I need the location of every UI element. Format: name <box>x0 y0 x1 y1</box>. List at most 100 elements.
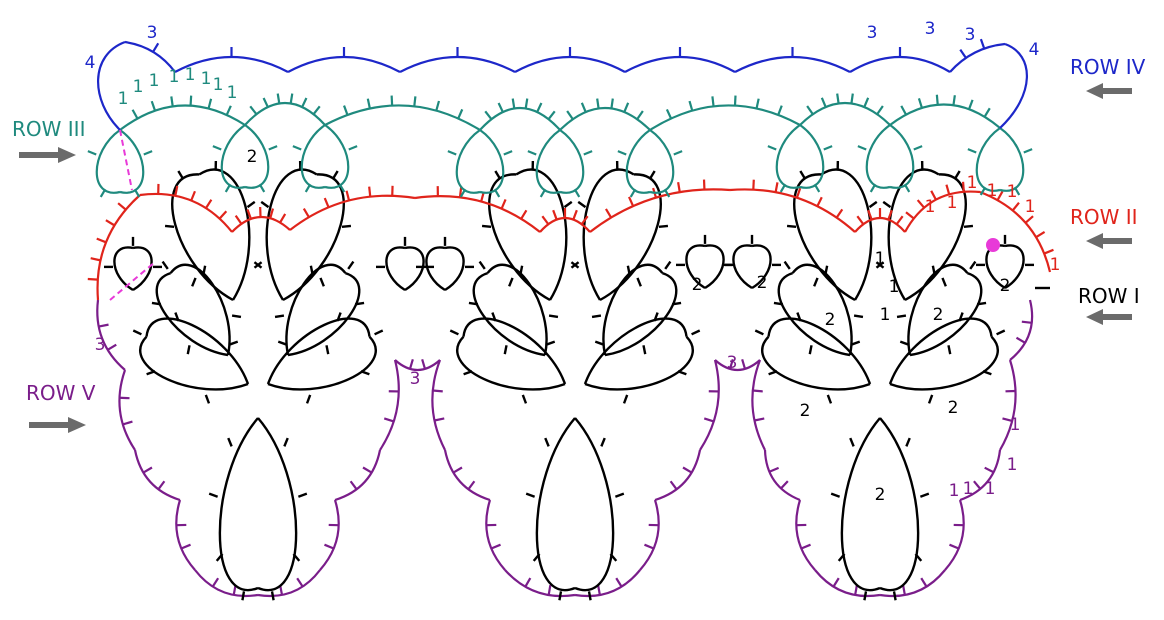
picot <box>900 105 907 116</box>
row-3-chain <box>799 102 891 126</box>
row-2-chain <box>539 217 591 233</box>
picot <box>777 105 783 116</box>
picot <box>931 265 936 275</box>
picot <box>532 553 541 562</box>
picot <box>457 108 464 119</box>
picot <box>967 148 977 154</box>
row-3-chain <box>889 103 1001 129</box>
picot <box>547 584 552 596</box>
picot <box>626 265 631 275</box>
row-5-chain <box>1009 299 1034 361</box>
picot <box>107 343 117 351</box>
row-3-ring <box>300 124 350 189</box>
stitch-count-label: 1 <box>1010 415 1021 435</box>
picot <box>849 437 855 447</box>
picot <box>780 480 789 490</box>
picot <box>447 150 457 156</box>
row-2-chains <box>87 179 1054 301</box>
row-2-chain <box>854 217 906 233</box>
picot <box>1002 417 1013 423</box>
stitch-count-label: 1 <box>149 71 160 91</box>
picot <box>301 97 308 108</box>
row-5-chain <box>319 499 340 571</box>
stitch-count-label: 3 <box>147 23 158 43</box>
row-5-chain <box>443 449 491 502</box>
picot <box>150 100 157 111</box>
picot <box>142 466 153 474</box>
row-4-start-chain <box>97 40 126 131</box>
picot <box>826 394 833 404</box>
row-3-rings <box>87 93 1033 198</box>
picot <box>545 340 556 346</box>
picot <box>191 277 197 287</box>
picot <box>547 110 556 120</box>
picot <box>463 370 473 376</box>
picot <box>600 437 606 447</box>
picot <box>824 265 829 275</box>
stitch-count-label: 3 <box>727 353 738 373</box>
picot <box>597 584 601 596</box>
picot <box>961 181 965 192</box>
picot <box>491 312 497 322</box>
picot <box>570 261 580 269</box>
picot <box>587 591 592 601</box>
row-5-chain <box>194 569 259 597</box>
stitch-count-label: 1 <box>949 481 960 501</box>
picot <box>90 257 101 262</box>
stitch-count-label: 1 <box>1050 255 1061 275</box>
picot <box>703 417 715 423</box>
row-3-ring <box>220 124 270 189</box>
picot <box>478 260 486 270</box>
row-5-chain <box>574 569 641 598</box>
picot <box>953 170 961 180</box>
row-4-chain <box>399 55 516 73</box>
picot <box>520 209 528 220</box>
picot <box>816 196 823 207</box>
picot <box>796 312 802 322</box>
picot <box>832 577 840 588</box>
ring-count-label: 2 <box>933 305 944 325</box>
picot <box>541 215 550 225</box>
picot <box>927 394 934 404</box>
picot <box>863 591 868 601</box>
picot <box>594 340 605 346</box>
picot <box>916 199 925 209</box>
ring-count-label: 2 <box>800 401 811 421</box>
picot <box>164 224 175 228</box>
picot <box>190 190 196 201</box>
picot <box>982 370 992 376</box>
row-3-chain <box>324 104 481 131</box>
row-3-ring <box>455 129 505 194</box>
picot <box>1024 215 1034 224</box>
picot <box>896 314 907 319</box>
picot <box>105 219 116 227</box>
picot <box>969 260 977 270</box>
picot <box>930 190 937 201</box>
ring-count-label: 2 <box>875 485 886 505</box>
picot <box>304 183 312 193</box>
row-3-ring <box>975 127 1025 192</box>
picot <box>258 183 266 193</box>
row-1-rings <box>104 160 1050 601</box>
picot <box>882 200 892 209</box>
start-markers <box>109 129 1000 301</box>
ring-count-label: 2 <box>757 273 768 293</box>
row-5-chain <box>751 359 766 451</box>
picot <box>432 389 443 393</box>
picot <box>122 420 133 426</box>
stitch-count-label: 1 <box>967 173 978 193</box>
start-point-dot <box>986 238 1000 252</box>
picot <box>941 277 947 287</box>
picot <box>913 145 923 151</box>
picot <box>958 312 964 322</box>
row-5-chain <box>999 359 1017 451</box>
row-4-chain <box>514 56 626 73</box>
start-dashed-line <box>119 129 133 191</box>
picot <box>177 170 185 180</box>
row-2-label: ROW II <box>1070 205 1138 229</box>
picot <box>87 277 98 281</box>
picot <box>249 105 258 115</box>
left-top-ring <box>171 168 251 302</box>
picot <box>231 314 242 319</box>
picot <box>583 150 593 156</box>
